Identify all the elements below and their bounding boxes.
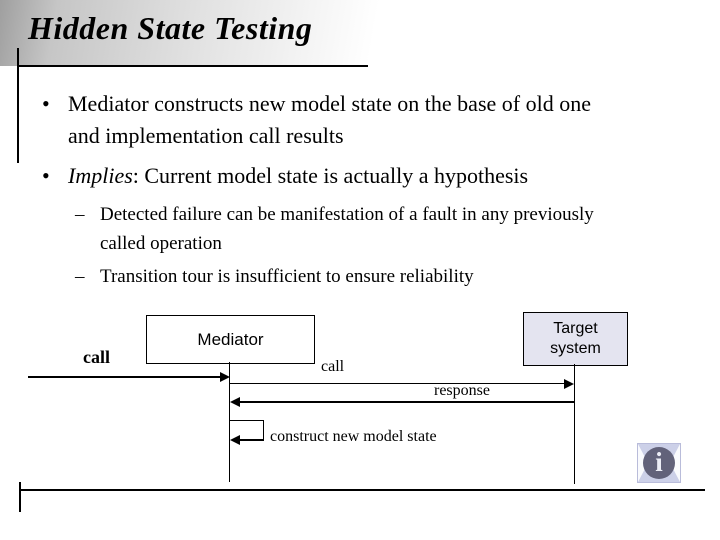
info-icon-facet xyxy=(670,444,680,482)
bullet-text-rest: : Current model state is actually a hypo… xyxy=(132,163,529,188)
title-left-rule xyxy=(17,48,19,163)
mediator-box: Mediator xyxy=(146,315,315,364)
arrowhead-right-icon xyxy=(220,372,230,382)
sub-bullet-text: Transition tour is insufficient to ensur… xyxy=(100,266,474,287)
footer-rule-tick xyxy=(19,482,21,512)
self-loop-arrow xyxy=(230,420,264,421)
title-underline xyxy=(18,65,368,67)
bullet-item: • Implies: Current model state is actual… xyxy=(42,160,528,192)
self-loop-label: construct new model state xyxy=(270,428,437,445)
sub-bullet-item: – Detected failure can be manifestation … xyxy=(75,200,620,258)
arrowhead-left-icon xyxy=(230,435,240,445)
info-icon-glyph: i xyxy=(655,446,663,477)
incoming-call-label: call xyxy=(83,347,110,367)
page-title: Hidden State Testing xyxy=(28,10,313,46)
arrowhead-left-icon xyxy=(230,397,240,407)
bullet-marker: • xyxy=(42,91,50,116)
bullet-text-emphasis: Implies xyxy=(68,163,133,188)
arrowhead-right-icon xyxy=(564,379,574,389)
dash-marker: – xyxy=(75,266,85,287)
sub-bullet-text: Detected failure can be manifestation of… xyxy=(100,204,594,254)
info-icon[interactable]: i xyxy=(637,443,681,483)
target-lifeline xyxy=(574,364,575,484)
response-arrow xyxy=(237,401,574,403)
bullet-text: Implies: Current model state is actually… xyxy=(68,160,528,192)
mediator-lifeline xyxy=(229,362,230,482)
bullet-item: • Mediator constructs new model state on… xyxy=(42,88,623,152)
call-arrow xyxy=(230,383,565,384)
bullet-text: Mediator constructs new model state on t… xyxy=(68,91,591,148)
footer-rule xyxy=(20,489,705,491)
target-system-box: Target system xyxy=(523,312,628,366)
title-gradient-band xyxy=(0,0,720,66)
info-icon-circle: i xyxy=(643,447,675,479)
sub-bullet-item: – Transition tour is insufficient to ens… xyxy=(75,262,474,291)
bullet-marker: • xyxy=(42,163,50,188)
incoming-call-arrow xyxy=(28,376,220,378)
self-loop-arrow xyxy=(240,439,264,441)
self-loop-arrow xyxy=(263,420,264,440)
dash-marker: – xyxy=(75,204,85,225)
call-label: call xyxy=(321,358,345,375)
response-label: response xyxy=(434,382,490,399)
